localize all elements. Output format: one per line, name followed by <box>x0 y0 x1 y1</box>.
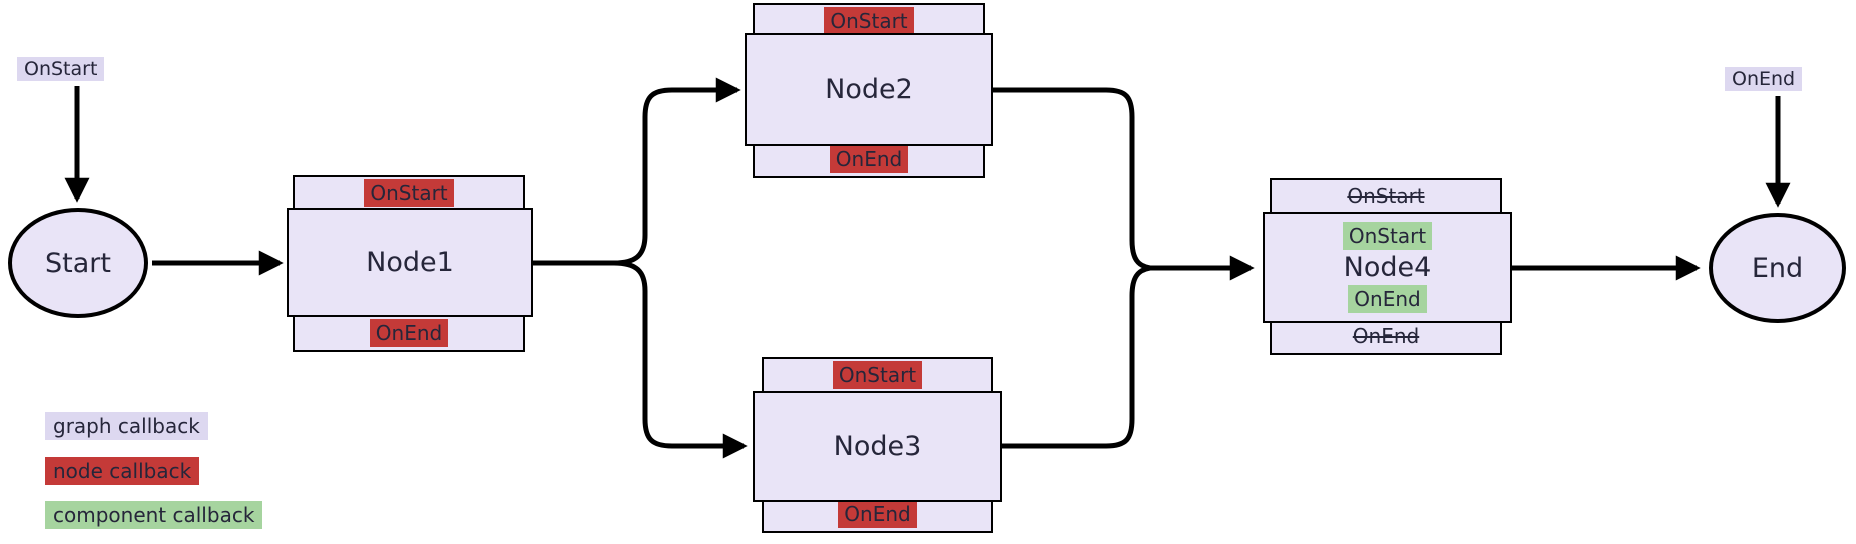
start-terminal-label: Start <box>45 247 111 279</box>
node2-onstart-callback: OnStart <box>824 7 914 35</box>
legend-graph-callback: graph callback <box>45 412 208 440</box>
node1-top-tab: OnStart <box>293 175 525 210</box>
node1-title: Node1 <box>366 247 454 278</box>
edge-node3-to-merge <box>1002 265 1151 449</box>
node1-onend-callback: OnEnd <box>369 319 449 347</box>
node4-component-onstart-callback: OnStart <box>1342 222 1433 250</box>
node4-onstart-callback-disabled: OnStart <box>1347 184 1425 208</box>
node4-component-onend-callback: OnEnd <box>1348 285 1427 313</box>
start-terminal: Start <box>8 208 148 318</box>
node3: Node3 <box>753 391 1002 502</box>
node3-onend-callback: OnEnd <box>838 500 917 528</box>
node4-title: Node4 <box>1343 252 1432 283</box>
edge-node1-to-node2 <box>613 77 741 266</box>
node4-bottom-tab: OnEnd <box>1270 321 1502 355</box>
edge-node2-to-merge <box>993 87 1151 271</box>
node4: OnStart Node4 OnEnd <box>1263 212 1512 323</box>
node4-onend-callback-disabled: OnEnd <box>1352 324 1420 348</box>
node4-top-tab: OnStart <box>1270 178 1502 214</box>
node1: Node1 <box>287 208 533 317</box>
end-terminal-label: End <box>1751 252 1804 284</box>
node3-title: Node3 <box>833 431 922 462</box>
node2: Node2 <box>745 33 993 146</box>
node2-onend-callback: OnEnd <box>829 145 909 173</box>
node2-title: Node2 <box>825 74 913 105</box>
node3-bottom-tab: OnEnd <box>762 500 993 533</box>
node1-onstart-callback: OnStart <box>364 179 454 207</box>
legend-node-callback: node callback <box>45 457 200 485</box>
node3-top-tab: OnStart <box>762 357 993 393</box>
node3-onstart-callback: OnStart <box>832 361 923 389</box>
edge-node1-to-node3 <box>613 260 748 459</box>
node2-top-tab: OnStart <box>753 3 985 35</box>
end-terminal: End <box>1709 213 1846 323</box>
node1-bottom-tab: OnEnd <box>293 315 525 352</box>
graph-onstart-label: OnStart <box>17 57 105 81</box>
legend-component-callback: component callback <box>45 501 263 529</box>
graph-onend-label: OnEnd <box>1725 67 1803 91</box>
node2-bottom-tab: OnEnd <box>753 144 985 178</box>
